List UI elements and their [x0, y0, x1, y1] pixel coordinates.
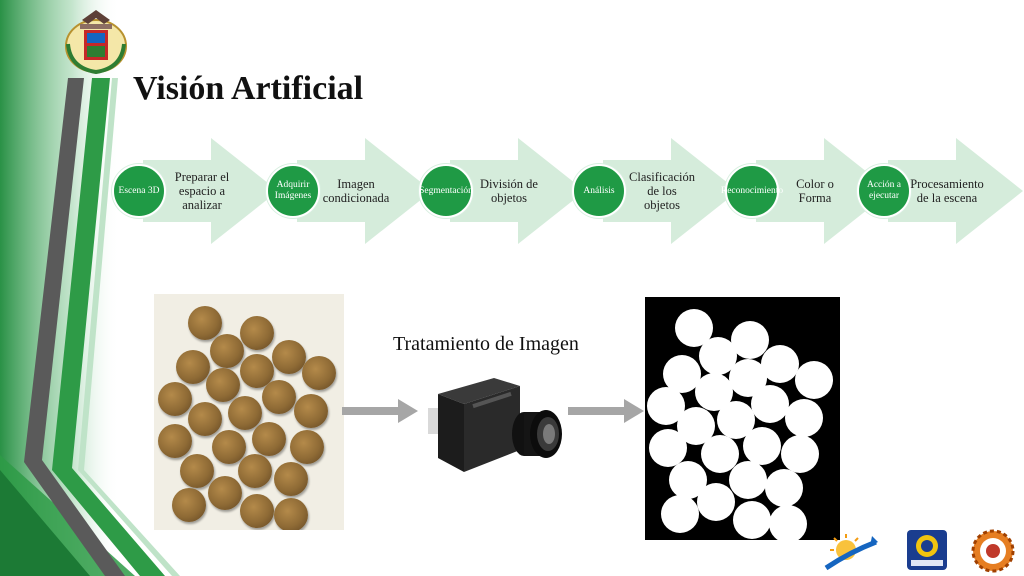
blob [729, 461, 767, 499]
blob [731, 321, 769, 359]
coin [188, 306, 222, 340]
coin [240, 316, 274, 350]
coin [180, 454, 214, 488]
coin [188, 402, 222, 436]
blob [663, 355, 701, 393]
coin [176, 350, 210, 384]
coin [208, 476, 242, 510]
step-circle: Segmentación [419, 164, 473, 218]
flow-arrow-right [568, 399, 644, 423]
step-arrow-shape [756, 138, 891, 244]
step-label: División de objetos [480, 177, 538, 205]
step-arrow-shape [603, 138, 738, 244]
slide-title: Visión Artificial [133, 70, 364, 107]
blob [781, 435, 819, 473]
step-arrow-shape [450, 138, 585, 244]
coin [158, 382, 192, 416]
coin [262, 380, 296, 414]
step-label: Procesamiento de la escena [910, 177, 984, 205]
coin [238, 454, 272, 488]
step-circle: Adquirir Imágenes [266, 164, 320, 218]
blob [743, 427, 781, 465]
step-arrow-shape [297, 138, 432, 244]
coin [272, 340, 306, 374]
blob [697, 483, 735, 521]
step-circle: Escena 3D [112, 164, 166, 218]
step-label: Color o Forma [796, 177, 834, 205]
coin [210, 334, 244, 368]
blob [649, 429, 687, 467]
coin [240, 494, 274, 528]
step-circle: Acción a ejecutar [857, 164, 911, 218]
coin [294, 394, 328, 428]
gear-logo-icon [971, 529, 1015, 573]
process-step-1: Escena 3D Preparar el espacio a analizar [112, 138, 278, 244]
process-step-3: Segmentación División de objetos [419, 138, 585, 244]
blob [733, 501, 771, 539]
coin [228, 396, 262, 430]
coin [302, 356, 336, 390]
blob [765, 469, 803, 507]
crest-icon [65, 10, 127, 74]
step-label: Imagen condicionada [322, 177, 390, 205]
coin [172, 488, 206, 522]
step-arrow-shape [143, 138, 278, 244]
step-circle: Análisis [572, 164, 626, 218]
step-arrow-shape [888, 138, 1023, 244]
coin [252, 422, 286, 456]
blob [785, 399, 823, 437]
step-label: Clasificación de los objetos [629, 170, 695, 212]
mecatronica-badge-icon [907, 530, 947, 570]
binary-image [645, 297, 840, 540]
process-step-6: Acción a ejecutar Procesamiento de la es… [857, 138, 1023, 244]
step-label: Preparar el espacio a analizar [174, 170, 230, 212]
coin [158, 424, 192, 458]
coin [290, 430, 324, 464]
step-circle: Reconocimiento [721, 164, 783, 218]
process-step-4: Análisis Clasificación de los objetos [572, 138, 738, 244]
flow-arrow-left [342, 399, 418, 423]
coin [206, 368, 240, 402]
blob [795, 361, 833, 399]
blob [661, 495, 699, 533]
blob [761, 345, 799, 383]
process-step-2: Adquirir Imágenes Imagen condicionada [266, 138, 432, 244]
blob [769, 505, 807, 540]
process-step-5: Reconocimiento Color o Forma [721, 138, 891, 244]
coin [274, 462, 308, 496]
blob [751, 385, 789, 423]
coins-photo [154, 294, 344, 530]
coin [274, 498, 308, 530]
coin [212, 430, 246, 464]
image-processing-caption: Tratamiento de Imagen [393, 333, 579, 355]
camera-icon [428, 378, 562, 472]
sun-logo-icon [824, 534, 878, 571]
